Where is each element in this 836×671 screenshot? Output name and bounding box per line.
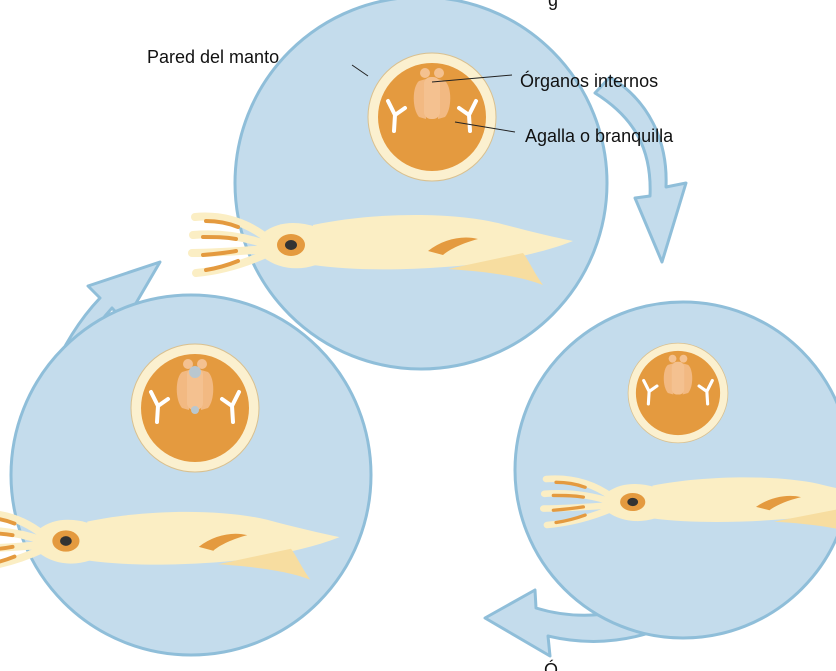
label-gill: Agalla o branquilla <box>525 126 674 146</box>
cropped-text-top: g <box>548 0 558 10</box>
cropped-text-bottom: Ó <box>544 659 558 671</box>
stage-panel-left <box>0 295 371 655</box>
mantle-cross-section <box>368 53 496 181</box>
label-mantle-wall: Pared del manto <box>147 47 279 67</box>
mantle-cross-section <box>131 344 259 472</box>
stage-panel-right <box>515 302 836 638</box>
mantle-cross-section <box>628 343 728 443</box>
cycle-arrow-icon <box>595 77 686 262</box>
label-internal-organs: Órganos internos <box>520 70 658 91</box>
